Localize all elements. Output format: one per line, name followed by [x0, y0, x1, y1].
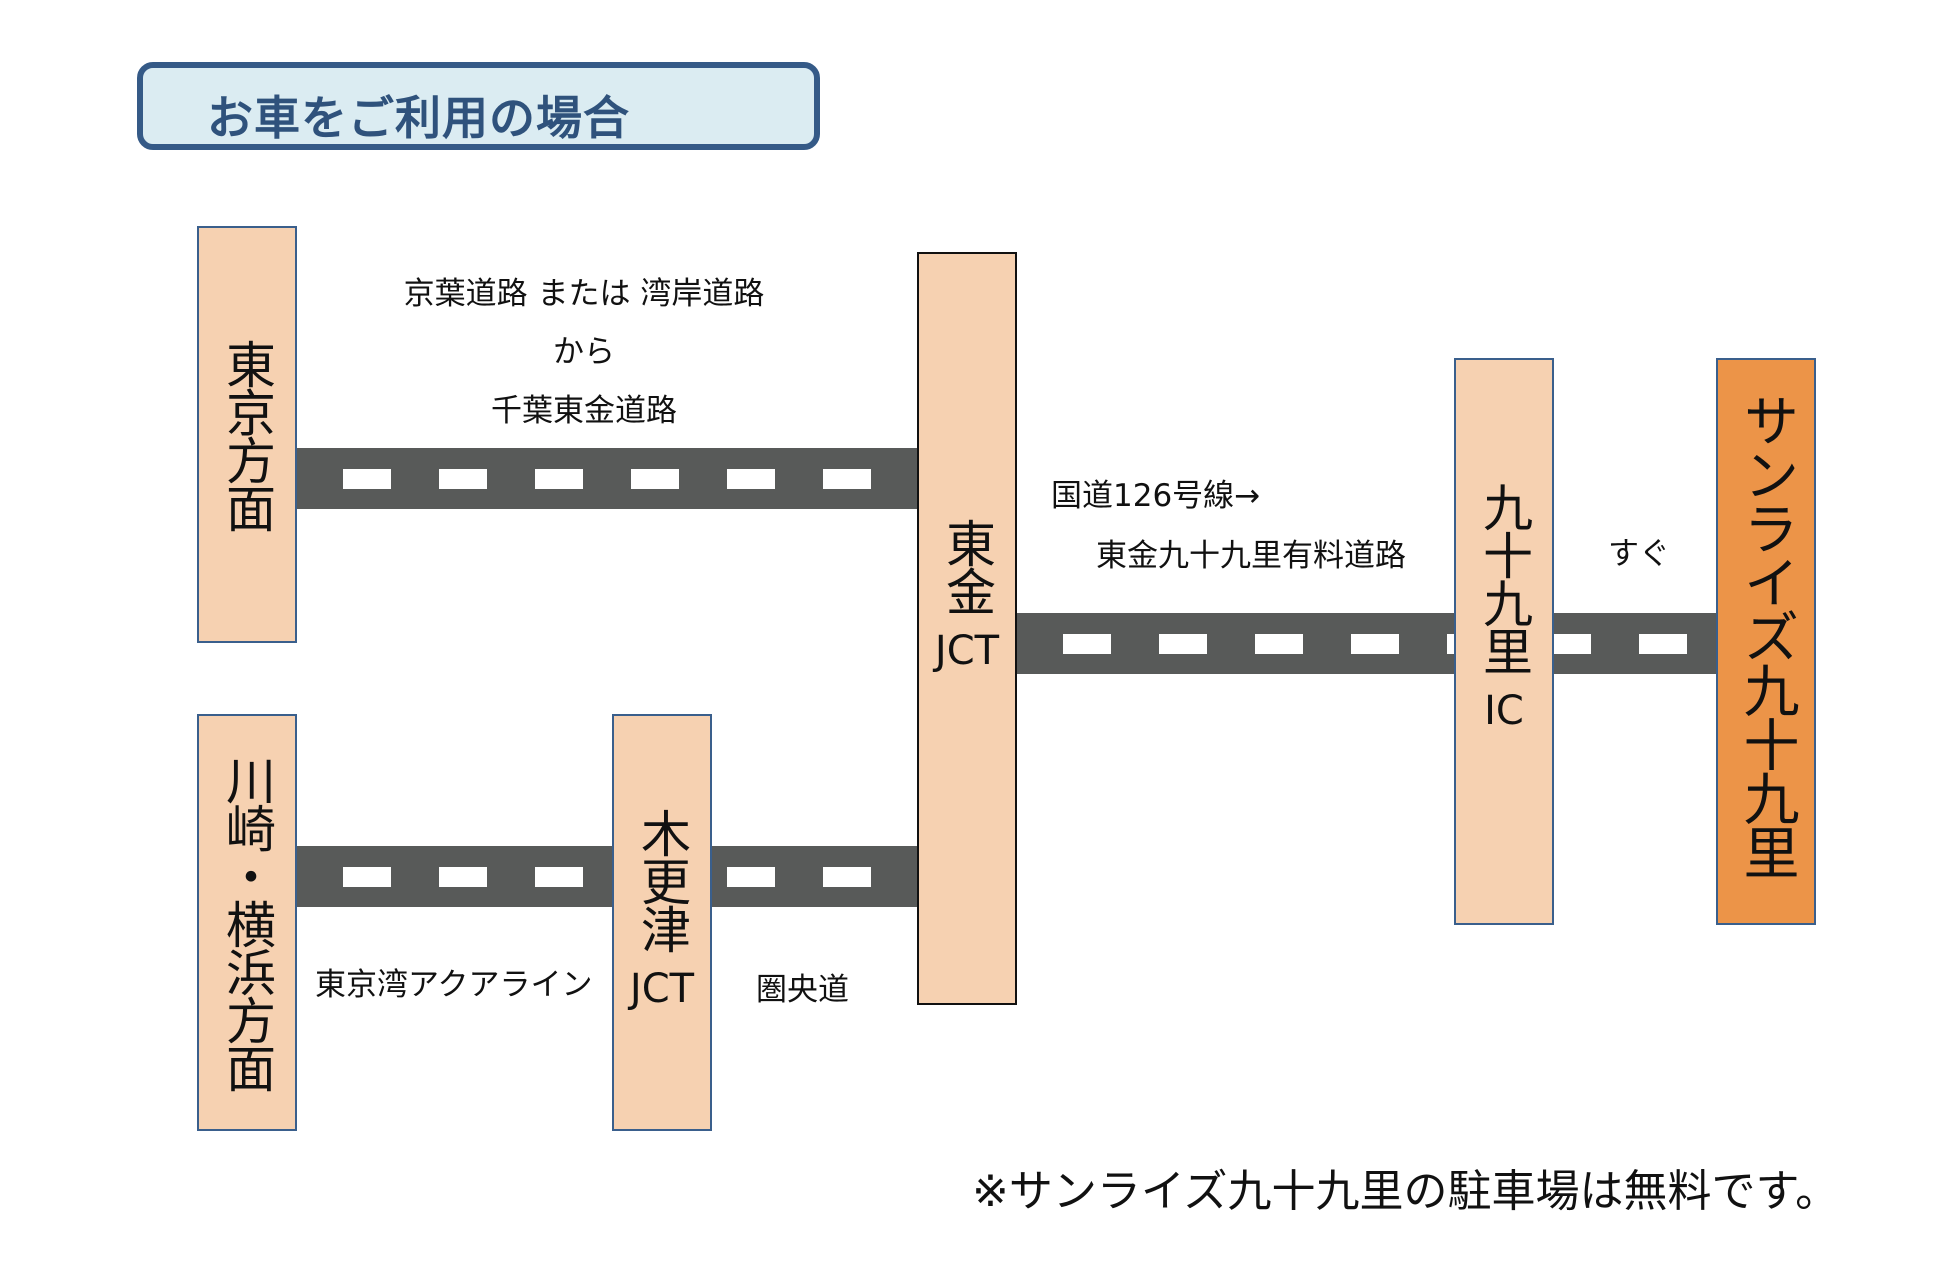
- node-kawasaki-yokohama: 川崎・横浜方面: [197, 714, 297, 1131]
- route-label-top-3: 千葉東金道路: [491, 393, 677, 429]
- node-togane-jct: 東金 JCT: [917, 252, 1017, 1005]
- section-title-box: お車をご利用の場合: [137, 62, 820, 150]
- route-label-aqualine: 東京湾アクアライン: [315, 967, 593, 1003]
- route-label-mid-2: 東金九十九里有料道路: [1096, 538, 1406, 574]
- node-kisarazu-sub: JCT: [629, 966, 695, 1012]
- node-destination-label: サンライズ九十九里: [1734, 392, 1799, 878]
- road-togane-destination: [1017, 613, 1716, 674]
- node-destination: サンライズ九十九里: [1716, 358, 1816, 925]
- node-kujukuri-sub: IC: [1484, 688, 1524, 734]
- parking-note: ※サンライズ九十九里の駐車場は無料です。: [972, 1166, 1840, 1217]
- node-togane-label: 東金: [938, 518, 996, 614]
- node-kawasaki-label: 川崎・横浜方面: [218, 754, 276, 1091]
- route-label-mid-1: 国道126号線→: [1051, 478, 1261, 514]
- node-tokyo-label: 東京方面: [218, 338, 276, 531]
- node-kujukuri-label: 九十九里: [1475, 482, 1533, 674]
- node-kisarazu-label: 木更津: [633, 808, 691, 952]
- node-kujukuri-ic: 九十九里 IC: [1454, 358, 1554, 925]
- route-label-ken-o: 圏央道: [756, 972, 849, 1008]
- route-label-top-1: 京葉道路 または 湾岸道路: [403, 276, 765, 312]
- node-tokyo: 東京方面: [197, 226, 297, 643]
- road-tokyo-togane: [297, 448, 917, 509]
- route-label-top-2: から: [553, 334, 615, 370]
- node-kisarazu-jct: 木更津 JCT: [612, 714, 712, 1131]
- road-kawasaki-togane: [297, 846, 917, 907]
- route-label-near: すぐ: [1608, 536, 1670, 572]
- node-togane-sub: JCT: [934, 628, 1000, 674]
- section-title: お車をご利用の場合: [207, 91, 630, 145]
